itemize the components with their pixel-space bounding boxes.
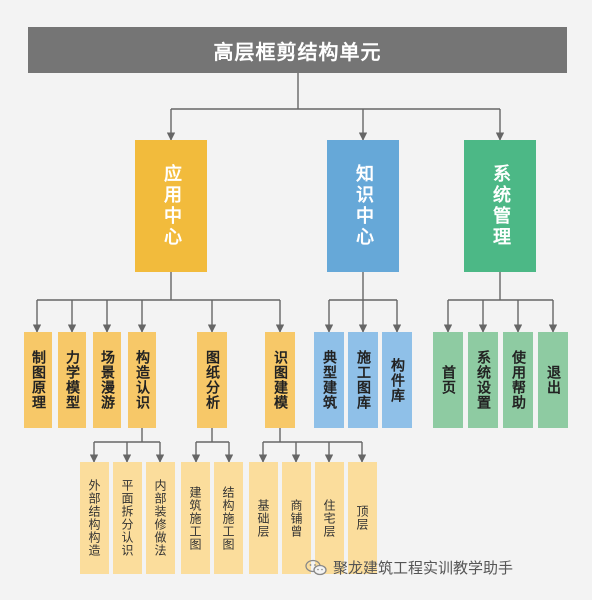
node-label: 结构施工图 bbox=[221, 485, 235, 551]
knowledge-center-label: 知识中心 bbox=[353, 164, 374, 248]
node-construction-drawing-library: 施工图库 bbox=[348, 332, 378, 428]
node-label: 典型建筑 bbox=[321, 350, 337, 410]
node-external-structure: 外部结构构造 bbox=[80, 462, 109, 574]
wechat-icon bbox=[305, 559, 327, 575]
watermark: 聚龙建筑工程实训教学助手 bbox=[305, 557, 513, 578]
node-foundation-floor: 基础层 bbox=[249, 462, 278, 574]
node-scene-roaming: 场景漫游 bbox=[93, 332, 121, 428]
node-construction-recognition: 构造认识 bbox=[128, 332, 156, 428]
node-label: 首页 bbox=[440, 365, 456, 395]
node-exit: 退出 bbox=[538, 332, 568, 428]
node-label: 识图建模 bbox=[272, 350, 288, 410]
node-label: 平面拆分认识 bbox=[120, 479, 134, 557]
node-label: 退出 bbox=[545, 365, 561, 395]
node-top-floor: 顶层 bbox=[348, 462, 377, 574]
node-label: 力学模型 bbox=[64, 350, 80, 410]
node-reading-modeling: 识图建模 bbox=[265, 332, 295, 428]
node-label: 系统设置 bbox=[475, 350, 491, 410]
node-label: 场景漫游 bbox=[99, 350, 115, 410]
node-label: 构件库 bbox=[389, 357, 405, 403]
node-residential-floor: 住宅层 bbox=[315, 462, 344, 574]
watermark-text: 聚龙建筑工程实训教学助手 bbox=[333, 559, 514, 577]
node-drawing-analysis: 图纸分析 bbox=[197, 332, 227, 428]
app-center-node: 应用中心 bbox=[135, 140, 207, 272]
system-management-label: 系统管理 bbox=[490, 164, 511, 248]
node-label: 外部结构构造 bbox=[87, 479, 101, 557]
node-interior-decoration: 内部装修做法 bbox=[146, 462, 175, 574]
node-drawing-principles: 制图原理 bbox=[24, 332, 52, 428]
node-label: 使用帮助 bbox=[510, 350, 526, 410]
diagram-title: 高层框剪结构单元 bbox=[28, 27, 567, 73]
system-management-node: 系统管理 bbox=[464, 140, 536, 272]
node-plan-split: 平面拆分认识 bbox=[113, 462, 142, 574]
node-label: 顶层 bbox=[355, 505, 369, 531]
node-label: 制图原理 bbox=[30, 350, 46, 410]
node-label: 构造认识 bbox=[134, 350, 150, 410]
node-label: 施工图库 bbox=[355, 350, 371, 410]
node-component-library: 构件库 bbox=[382, 332, 412, 428]
node-label: 住宅层 bbox=[322, 498, 336, 538]
node-home: 首页 bbox=[433, 332, 463, 428]
node-structural-drawing: 结构施工图 bbox=[214, 462, 243, 574]
node-label: 建筑施工图 bbox=[188, 485, 202, 551]
node-system-settings: 系统设置 bbox=[468, 332, 498, 428]
node-label: 内部装修做法 bbox=[153, 479, 167, 557]
app-center-label: 应用中心 bbox=[161, 164, 182, 248]
knowledge-center-node: 知识中心 bbox=[327, 140, 399, 272]
node-help: 使用帮助 bbox=[503, 332, 533, 428]
node-typical-building: 典型建筑 bbox=[314, 332, 344, 428]
node-shop-floor: 商铺曾 bbox=[282, 462, 311, 574]
node-label: 商铺曾 bbox=[289, 498, 303, 538]
node-label: 图纸分析 bbox=[204, 350, 220, 410]
node-label: 基础层 bbox=[256, 498, 270, 538]
node-mechanics-model: 力学模型 bbox=[58, 332, 86, 428]
node-architectural-drawing: 建筑施工图 bbox=[181, 462, 210, 574]
